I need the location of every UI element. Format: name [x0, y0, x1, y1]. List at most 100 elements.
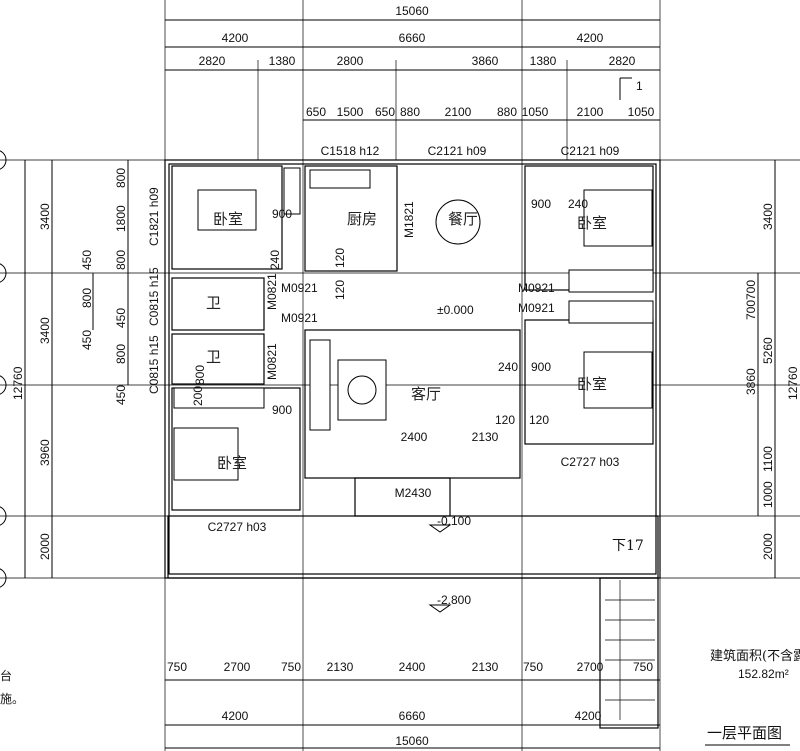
- svg-text:880: 880: [400, 105, 420, 119]
- wardrobe: [568, 269, 654, 293]
- svg-text:M2430: M2430: [395, 486, 432, 500]
- svg-text:2100: 2100: [577, 105, 604, 119]
- sofa: [309, 339, 331, 431]
- svg-text:餐厅: 餐厅: [448, 210, 478, 228]
- level-marker: [428, 604, 452, 613]
- svg-text:1100: 1100: [761, 446, 775, 472]
- svg-text:240: 240: [268, 250, 282, 270]
- area-value: 152.82m²: [738, 667, 789, 681]
- level-label: -2.800: [437, 593, 471, 607]
- svg-text:M0821: M0821: [265, 273, 279, 310]
- svg-text:750: 750: [167, 660, 187, 674]
- svg-text:450: 450: [114, 308, 128, 328]
- svg-text:1050: 1050: [628, 105, 655, 119]
- svg-text:卧室: 卧室: [577, 214, 607, 232]
- bed: [583, 189, 653, 247]
- level-label: -0.100: [437, 514, 471, 528]
- left-note-fragment: 台: [0, 668, 12, 683]
- svg-text:3400: 3400: [38, 317, 52, 344]
- svg-text:M0921: M0921: [281, 311, 318, 325]
- svg-text:700: 700: [744, 300, 758, 320]
- inner-dims: 900 240 900 240 900 240 120 120 900 200 …: [191, 197, 588, 444]
- svg-text:2000: 2000: [761, 533, 775, 560]
- walls: [164, 159, 661, 729]
- svg-text:800: 800: [114, 250, 128, 270]
- svg-text:3400: 3400: [38, 203, 52, 230]
- svg-text:240: 240: [568, 197, 588, 211]
- svg-text:M0921: M0921: [281, 281, 318, 295]
- bed: [173, 427, 239, 481]
- svg-text:2000: 2000: [38, 533, 52, 560]
- svg-text:1380: 1380: [269, 54, 296, 68]
- svg-text:650: 650: [375, 105, 395, 119]
- svg-text:4200: 4200: [575, 709, 602, 723]
- wardrobe: [283, 167, 301, 215]
- svg-text:C2121 h09: C2121 h09: [561, 144, 620, 158]
- svg-text:700: 700: [744, 280, 758, 300]
- svg-text:1380: 1380: [530, 54, 557, 68]
- svg-text:2820: 2820: [609, 54, 636, 68]
- stair-label: 下17: [612, 538, 644, 554]
- svg-text:900: 900: [272, 403, 292, 417]
- svg-text:3860: 3860: [472, 54, 499, 68]
- left-note-fragment: 施。: [0, 692, 24, 706]
- svg-text:厨房: 厨房: [347, 210, 377, 228]
- svg-text:1000: 1000: [761, 481, 775, 508]
- svg-text:900: 900: [531, 197, 551, 211]
- svg-text:450: 450: [80, 250, 94, 270]
- dim-top-total: 15060: [395, 4, 429, 18]
- svg-text:450: 450: [80, 330, 94, 350]
- svg-text:4200: 4200: [222, 31, 249, 45]
- svg-text:卧室: 卧室: [217, 454, 247, 472]
- furniture: [173, 167, 790, 746]
- door-labels: M1821 M0921 M0921 M0821 M0821 M0921 M092…: [265, 201, 555, 500]
- svg-text:M0821: M0821: [265, 343, 279, 380]
- svg-text:C2727 h03: C2727 h03: [561, 455, 620, 469]
- svg-text:750: 750: [281, 660, 301, 674]
- dims-top-row4: 650 1500 650 880 2100 880 1050 2100 1050: [306, 105, 655, 119]
- svg-text:450: 450: [114, 385, 128, 405]
- svg-text:2100: 2100: [445, 105, 472, 119]
- level-label: ±0.000: [437, 303, 474, 317]
- svg-text:880: 880: [497, 105, 517, 119]
- svg-text:C1821 h09: C1821 h09: [147, 187, 161, 246]
- dims-bottom-row1: 750 2700 750 2130 2400 2130 750 2700 750: [167, 660, 653, 674]
- svg-text:卧室: 卧室: [213, 210, 243, 228]
- kitchen-counter: [309, 169, 371, 189]
- svg-text:C0815 h15: C0815 h15: [147, 267, 161, 326]
- svg-text:M0921: M0921: [518, 301, 555, 315]
- window-labels: C1518 h12 C2121 h09 C2121 h09 C1821 h09 …: [147, 144, 620, 534]
- level-marker: [428, 524, 452, 533]
- svg-text:C0815 h15: C0815 h15: [147, 335, 161, 394]
- svg-text:650: 650: [306, 105, 326, 119]
- svg-text:12760: 12760: [786, 366, 800, 400]
- svg-text:900: 900: [531, 360, 551, 374]
- svg-text:120: 120: [495, 413, 515, 427]
- svg-text:12760: 12760: [11, 366, 25, 400]
- svg-text:C2121 h09: C2121 h09: [428, 144, 487, 158]
- svg-text:2130: 2130: [472, 430, 499, 444]
- area-label: 建筑面积(不含露: [710, 648, 800, 664]
- svg-text:M1821: M1821: [402, 201, 416, 238]
- dining-table: [435, 199, 481, 245]
- dims-top-row3: 2820 1380 2800 3860 1380 2820: [199, 54, 636, 68]
- svg-text:客厅: 客厅: [411, 385, 441, 403]
- svg-text:4200: 4200: [222, 709, 249, 723]
- svg-text:3400: 3400: [761, 203, 775, 230]
- section-mark: 1: [636, 79, 643, 93]
- svg-text:120: 120: [333, 248, 347, 268]
- svg-text:800: 800: [193, 365, 207, 385]
- svg-text:2800: 2800: [337, 54, 364, 68]
- bed: [583, 351, 653, 409]
- svg-text:C1518 h12: C1518 h12: [321, 144, 380, 158]
- svg-text:C2727 h03: C2727 h03: [208, 520, 267, 534]
- svg-text:1500: 1500: [337, 105, 364, 119]
- svg-text:1050: 1050: [522, 105, 549, 119]
- svg-text:120: 120: [529, 413, 549, 427]
- svg-text:120: 120: [333, 280, 347, 300]
- dims-left: 12760 3400 3400 3960 2000 800 1800 800 4…: [11, 168, 128, 560]
- drawing-title: 一层平面图: [707, 724, 782, 742]
- svg-text:卫: 卫: [206, 348, 221, 366]
- svg-text:800: 800: [80, 288, 94, 308]
